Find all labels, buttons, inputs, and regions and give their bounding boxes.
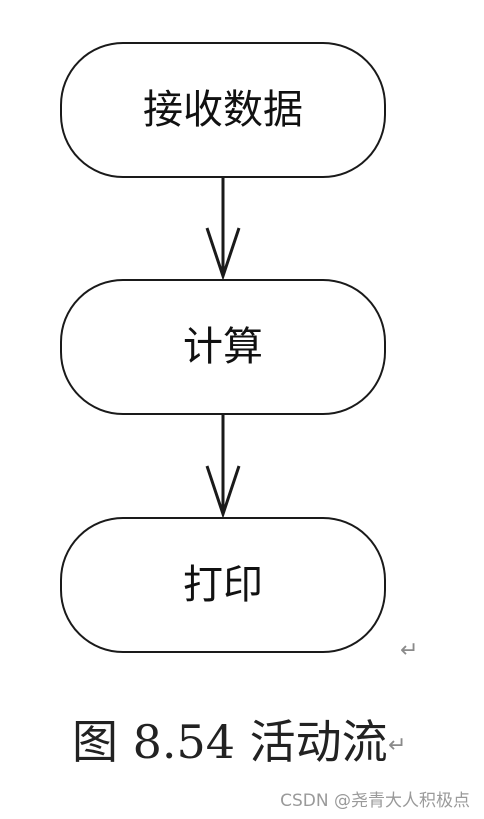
- figure-caption: 图 8.54 活动流: [72, 715, 388, 769]
- node-receive-data: 接收数据: [60, 42, 386, 178]
- arrowhead-icon: [205, 227, 241, 281]
- paragraph-mark-icon: ↵: [400, 638, 418, 663]
- node-print-label: 打印: [183, 562, 263, 608]
- node-print-shape: [60, 517, 386, 653]
- watermark: CSDN @尧青大人积极点: [280, 791, 470, 811]
- paragraph-mark-icon: ↵: [388, 733, 406, 758]
- edge-receive-to-compute: [205, 177, 241, 281]
- arrowhead-icon: [205, 465, 241, 519]
- node-compute: 计算: [60, 279, 386, 415]
- node-print: 打印: [60, 517, 386, 653]
- node-compute-label: 计算: [183, 324, 263, 370]
- edge-compute-to-print: [205, 414, 241, 519]
- node-receive-data-label: 接收数据: [143, 87, 303, 133]
